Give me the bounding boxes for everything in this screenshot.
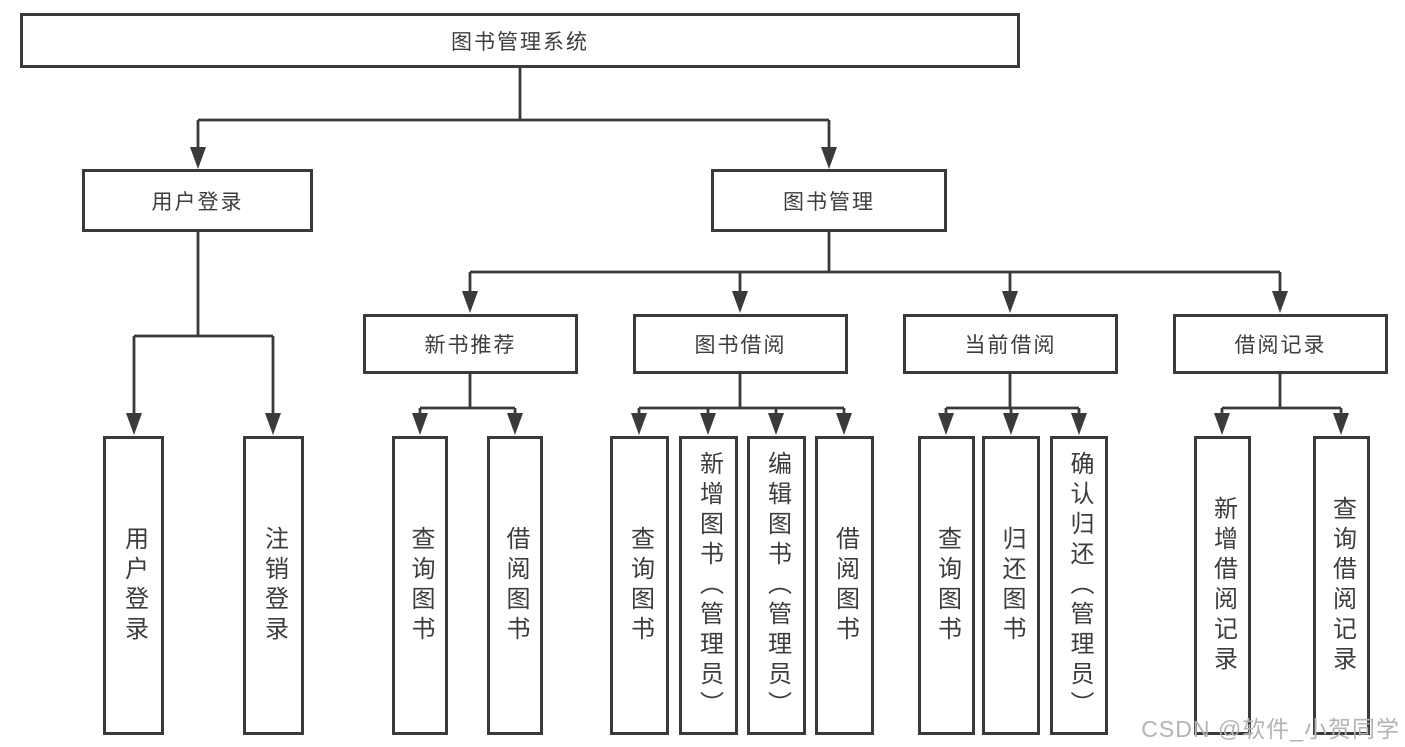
leaf-confirm-return-admin: 确认归还（管理员） xyxy=(1050,436,1108,735)
node-label: 借阅图书 xyxy=(502,525,529,646)
arrowhead-icon xyxy=(1214,413,1230,435)
node-label: 查询图书 xyxy=(407,525,434,646)
node-label: 当前借阅 xyxy=(964,334,1057,357)
node-label: 新增图书（管理员） xyxy=(695,450,723,721)
node-book-management: 图书管理 xyxy=(711,169,947,232)
leaf-add-book-admin: 新增图书（管理员） xyxy=(679,436,738,735)
connector-new-book-children xyxy=(418,374,517,416)
arrowhead-icon xyxy=(1002,291,1018,313)
node-label: 查询借阅记录 xyxy=(1328,495,1356,676)
arrowhead-icon xyxy=(821,147,837,169)
node-label: 用户登录 xyxy=(151,190,244,214)
arrowhead-icon xyxy=(462,291,478,313)
leaf-borrow-books-1: 借阅图书 xyxy=(487,436,543,735)
csdn-watermark: CSDN @软件_小贺同学 xyxy=(1141,716,1400,742)
leaf-user-login: 用户登录 xyxy=(103,436,164,735)
connector-book-mgmt-children xyxy=(468,232,1282,294)
connector-current-borrow-children xyxy=(944,374,1081,416)
arrowhead-icon xyxy=(265,413,281,435)
arrowheads-current-borrow xyxy=(938,413,1087,435)
node-root-system: 图书管理系统 xyxy=(20,13,1020,68)
node-label: 确认归还（管理员） xyxy=(1066,450,1093,721)
connector-borrow-record-children xyxy=(1220,374,1343,416)
arrowheads-level3 xyxy=(462,291,1288,313)
connector-user-login-children xyxy=(132,232,275,416)
leaf-return-book: 归还图书 xyxy=(982,436,1040,735)
arrowhead-icon xyxy=(938,413,954,435)
leaf-query-books-2: 查询图书 xyxy=(610,436,669,735)
arrowhead-icon xyxy=(507,413,523,435)
node-label: 借阅图书 xyxy=(831,525,859,646)
node-label: 图书借阅 xyxy=(694,334,787,357)
node-label: 查询图书 xyxy=(626,525,654,646)
arrowhead-icon xyxy=(1071,413,1087,435)
node-label: 查询图书 xyxy=(933,525,961,646)
arrowhead-icon xyxy=(836,413,852,435)
leaf-query-books-1: 查询图书 xyxy=(392,436,448,735)
arrowhead-icon xyxy=(412,413,428,435)
arrowheads-level2 xyxy=(190,147,837,169)
leaf-edit-book-admin: 编辑图书（管理员） xyxy=(747,436,806,735)
node-current-borrowing: 当前借阅 xyxy=(903,314,1118,374)
arrowheads-borrow-record xyxy=(1214,413,1349,435)
node-label: 新增借阅记录 xyxy=(1209,495,1237,676)
connector-book-borrow-children xyxy=(637,374,846,416)
arrowheads-new-book xyxy=(412,413,523,435)
arrowheads-user-login xyxy=(126,413,281,435)
arrowhead-icon xyxy=(768,413,784,435)
arrowhead-icon xyxy=(1003,413,1019,435)
arrowhead-icon xyxy=(700,413,716,435)
node-label: 新书推荐 xyxy=(424,334,517,357)
leaf-logout: 注销登录 xyxy=(243,436,304,735)
arrowhead-icon xyxy=(1333,413,1349,435)
node-book-borrowing: 图书借阅 xyxy=(633,314,848,374)
leaf-query-borrow-record: 查询借阅记录 xyxy=(1313,436,1370,735)
arrowhead-icon xyxy=(631,413,647,435)
connector-root-to-level2 xyxy=(196,68,831,150)
node-user-login: 用户登录 xyxy=(82,169,313,232)
node-label: 图书管理 xyxy=(783,190,875,214)
node-label: 图书管理系统 xyxy=(451,30,589,54)
node-label: 归还图书 xyxy=(998,525,1025,646)
arrowheads-book-borrow xyxy=(631,413,852,435)
node-label: 借阅记录 xyxy=(1234,334,1327,357)
arrowhead-icon xyxy=(1272,291,1288,313)
arrowhead-icon xyxy=(190,147,206,169)
arrowhead-icon xyxy=(732,291,748,313)
arrowhead-icon xyxy=(126,413,142,435)
node-label: 用户登录 xyxy=(120,525,148,646)
leaf-borrow-books-2: 借阅图书 xyxy=(815,436,874,735)
node-borrowing-records: 借阅记录 xyxy=(1173,314,1388,374)
leaf-query-books-3: 查询图书 xyxy=(918,436,975,735)
node-label: 注销登录 xyxy=(260,525,288,646)
node-new-book-recommend: 新书推荐 xyxy=(363,314,578,374)
leaf-add-borrow-record: 新增借阅记录 xyxy=(1194,436,1251,735)
node-label: 编辑图书（管理员） xyxy=(763,450,791,721)
